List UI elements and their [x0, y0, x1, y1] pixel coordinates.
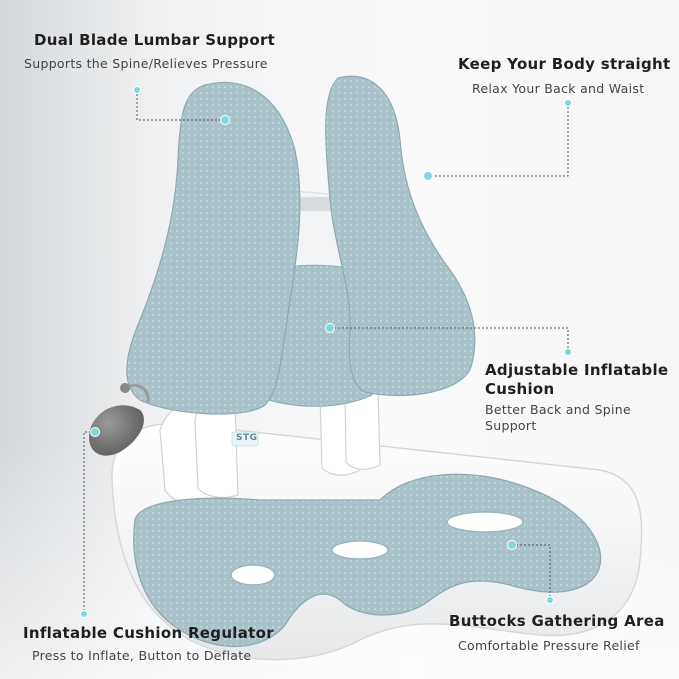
lumbar-support-subtitle: Supports the Spine/Relieves Pressure [24, 56, 268, 71]
right-lumbar-blade [325, 75, 476, 397]
seat-hole-left [230, 564, 276, 586]
buttocks-area-title: Buttocks Gathering Area [449, 612, 665, 630]
inflatable-cushion-subtitle-line1: Better Back and Spine [485, 402, 631, 417]
lumbar-support-title: Dual Blade Lumbar Support [34, 31, 276, 49]
seat-hole-center [331, 540, 389, 560]
logo-plate [231, 431, 259, 447]
regulator-subtitle: Press to Inflate, Button to Deflate [32, 648, 252, 663]
inflatable-cushion-subtitle-line2: Support [485, 418, 537, 433]
support-springs [159, 379, 381, 506]
inflatable-cushion-title-line1: Adjustable Inflatable [485, 361, 669, 379]
buttocks-area-subtitle: Comfortable Pressure Relief [458, 638, 640, 653]
product-logo: STG [236, 433, 258, 443]
left-lumbar-blade [126, 81, 301, 415]
callout-dots [80, 86, 572, 618]
body-straight-title: Keep Your Body straight [458, 55, 671, 73]
regulator-title: Inflatable Cushion Regulator [23, 624, 274, 642]
body-straight-subtitle: Relax Your Back and Waist [472, 81, 645, 96]
inflatable-cushion-title-line2: Cushion [485, 380, 555, 398]
handle-slot [295, 197, 335, 211]
pump-regulator-icon [89, 383, 150, 456]
seat-hole-right [446, 511, 524, 533]
leader-lines [83, 90, 569, 614]
